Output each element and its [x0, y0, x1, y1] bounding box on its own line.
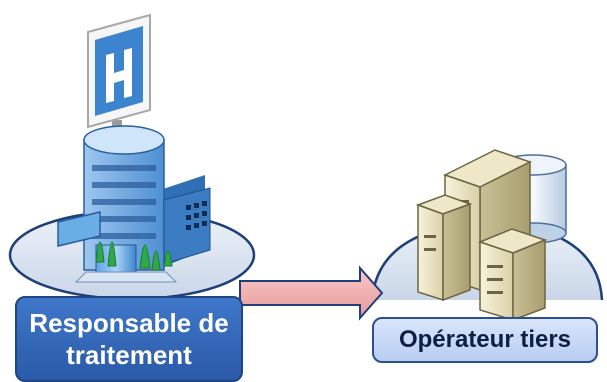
connector-arrow — [239, 265, 384, 321]
server-stack-icon — [415, 149, 567, 322]
target-entity-label-text: Opérateur tiers — [398, 326, 572, 353]
source-entity-label: Responsable de traitement — [15, 296, 243, 382]
target-entity-label: Opérateur tiers — [372, 317, 598, 363]
hospital-building-icon — [57, 13, 211, 283]
source-entity-label-text: Responsable de traitement — [29, 308, 229, 370]
